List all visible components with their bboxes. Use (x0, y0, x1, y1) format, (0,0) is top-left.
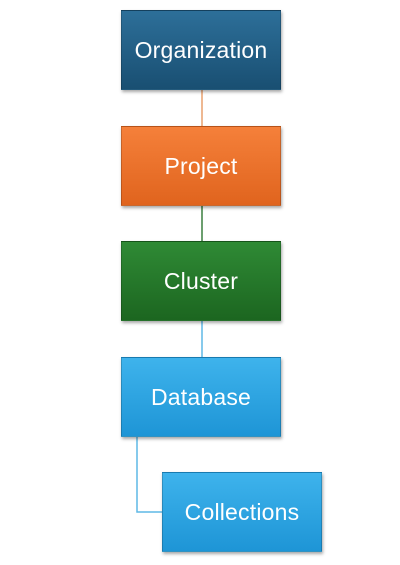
collections-node: Collections (162, 472, 322, 552)
cluster-label: Cluster (163, 267, 239, 294)
database-node: Database (121, 357, 281, 437)
cluster-node: Cluster (121, 241, 281, 321)
connector-database-collections (136, 437, 162, 513)
project-label: Project (164, 152, 238, 179)
project-node: Project (121, 126, 281, 206)
organization-label: Organization (134, 36, 268, 63)
collections-label: Collections (184, 498, 300, 525)
organization-node: Organization (121, 10, 281, 90)
database-label: Database (150, 383, 252, 410)
